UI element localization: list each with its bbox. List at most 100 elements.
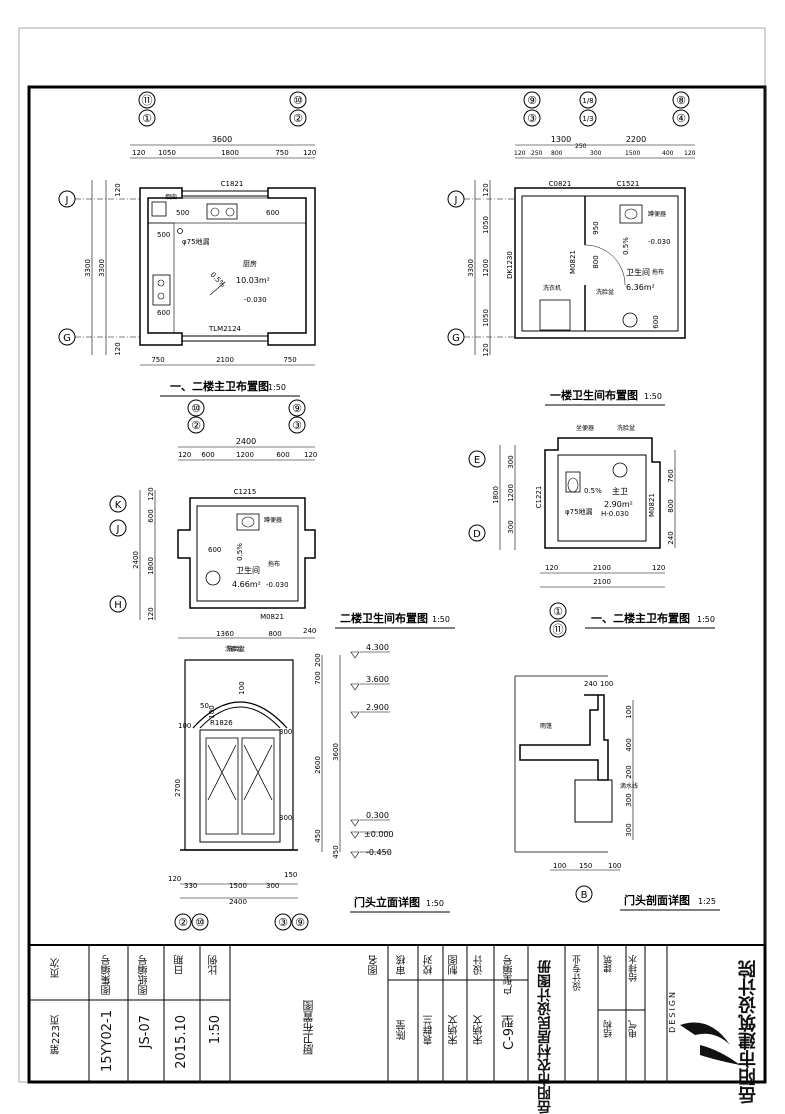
svg-text:120: 120	[652, 564, 665, 572]
svg-text:3.600: 3.600	[366, 675, 389, 684]
svg-text:D: D	[473, 529, 481, 540]
svg-text:800: 800	[268, 630, 281, 638]
svg-text:2700: 2700	[174, 779, 182, 797]
svg-text:0.5%: 0.5%	[236, 543, 244, 561]
logo-icon	[680, 1022, 740, 1065]
svg-text:1:50: 1:50	[432, 615, 450, 624]
svg-text:240: 240	[667, 531, 675, 544]
svg-text:1:50: 1:50	[644, 392, 662, 401]
paper-border	[18, 27, 766, 1083]
svg-text:240: 240	[303, 627, 316, 635]
svg-text:300: 300	[279, 728, 292, 736]
svg-text:-0.030: -0.030	[648, 238, 671, 246]
svg-text:120: 120	[303, 149, 316, 157]
svg-text:⑪: ⑪	[553, 623, 564, 636]
tb-designer: 宋炳文	[474, 1015, 485, 1045]
svg-text:100: 100	[608, 862, 621, 870]
svg-text:300: 300	[279, 814, 292, 822]
svg-text:洗脸盆: 洗脸盆	[617, 424, 635, 432]
svg-text:H: H	[114, 600, 122, 611]
tb-spec-struct: 结构	[604, 1020, 614, 1038]
svg-text:200: 200	[625, 765, 633, 778]
plan-3-bath: ⑩ ② ⑨ ③ 2400 120 600 1200 600 120 K J H …	[109, 399, 455, 653]
svg-text:120: 120	[514, 150, 526, 157]
tb-drafter: 宋炳文	[449, 1015, 460, 1045]
svg-text:330: 330	[184, 882, 197, 890]
svg-text:600: 600	[157, 309, 170, 317]
svg-text:150: 150	[579, 862, 592, 870]
svg-text:120: 120	[684, 150, 696, 157]
svg-text:700: 700	[314, 671, 322, 684]
svg-text:120: 120	[132, 149, 145, 157]
svg-text:蹲便器: 蹲便器	[264, 516, 282, 524]
svg-text:B: B	[581, 890, 588, 901]
svg-text:2400: 2400	[229, 898, 247, 906]
svg-text:120: 120	[545, 564, 558, 572]
svg-text:1500: 1500	[625, 150, 640, 157]
svg-text:1/3: 1/3	[582, 115, 593, 123]
svg-text:450: 450	[314, 829, 322, 842]
svg-text:6.36m²: 6.36m²	[626, 283, 655, 292]
svg-text:100: 100	[553, 862, 566, 870]
elevation-title: 门头立面详图	[354, 895, 420, 909]
plan3-title: 二楼卫生间布置图	[340, 611, 428, 625]
svg-text:拖布: 拖布	[652, 268, 664, 276]
svg-text:K: K	[115, 500, 122, 511]
svg-text:烟囱: 烟囱	[165, 193, 177, 201]
svg-text:M0821: M0821	[569, 250, 577, 274]
door-elevation: 100 100 50 R1826 100 300 2700 300 洗脸盆 20…	[168, 643, 450, 931]
svg-text:950: 950	[592, 221, 600, 234]
svg-text:±0.000: ±0.000	[364, 830, 394, 839]
tb-scale: 1:50	[208, 1015, 223, 1045]
tb-page: 第223页	[51, 1015, 62, 1055]
svg-text:2.900: 2.900	[366, 703, 389, 712]
tb-design-label: 设计	[474, 955, 485, 975]
svg-text:100: 100	[178, 722, 191, 730]
tb-date-label: 日期	[175, 955, 186, 975]
svg-text:150: 150	[284, 871, 297, 879]
svg-text:100: 100	[238, 681, 246, 694]
svg-text:厨房: 厨房	[243, 259, 257, 268]
svg-text:⑨: ⑨	[292, 402, 302, 415]
svg-text:⑪: ⑪	[142, 94, 153, 107]
svg-text:滴水线: 滴水线	[620, 782, 638, 790]
svg-text:800: 800	[592, 255, 600, 268]
svg-text:600: 600	[147, 509, 155, 522]
plan1-axis-J: J	[58, 190, 76, 208]
svg-text:⑩: ⑩	[195, 916, 205, 929]
svg-text:1050: 1050	[482, 309, 490, 327]
svg-text:120: 120	[304, 451, 317, 459]
svg-text:1800: 1800	[221, 149, 239, 157]
svg-text:2100: 2100	[216, 356, 234, 364]
tb-project: 岳阳市农村居民设计图册	[537, 960, 553, 1114]
svg-text:2600: 2600	[314, 756, 322, 774]
svg-text:120: 120	[114, 342, 122, 355]
svg-text:②: ②	[293, 112, 303, 125]
svg-text:①: ①	[553, 605, 563, 618]
svg-text:H-0.030: H-0.030	[601, 510, 629, 518]
svg-text:3300: 3300	[98, 259, 106, 277]
svg-text:φ75地漏: φ75地漏	[565, 507, 593, 516]
svg-text:500: 500	[176, 209, 189, 217]
tb-draw-label: 制图	[449, 955, 460, 975]
svg-text:1800: 1800	[492, 486, 500, 504]
tb-page-label: 页次	[51, 958, 62, 978]
tb-drawing-name-label: 图名	[369, 955, 380, 975]
svg-text:120: 120	[482, 183, 490, 196]
svg-text:800: 800	[667, 499, 675, 512]
svg-text:2.90m²: 2.90m²	[604, 500, 633, 509]
svg-text:1:50: 1:50	[426, 899, 444, 908]
svg-text:0.5%: 0.5%	[622, 237, 630, 255]
svg-text:750: 750	[275, 149, 288, 157]
tb-house-type: C-9型	[502, 1015, 517, 1051]
tb-institute: 岳阳市建筑设计院	[738, 960, 759, 1104]
svg-text:⑩: ⑩	[191, 402, 201, 415]
svg-text:2400: 2400	[132, 551, 140, 569]
tb-audit-label: 审核	[397, 955, 408, 975]
svg-text:100: 100	[600, 680, 613, 688]
svg-text:0.5%: 0.5%	[584, 487, 602, 495]
svg-text:1050: 1050	[482, 216, 490, 234]
svg-text:2100: 2100	[593, 564, 611, 572]
plan1-axis-1: ①	[138, 109, 156, 127]
